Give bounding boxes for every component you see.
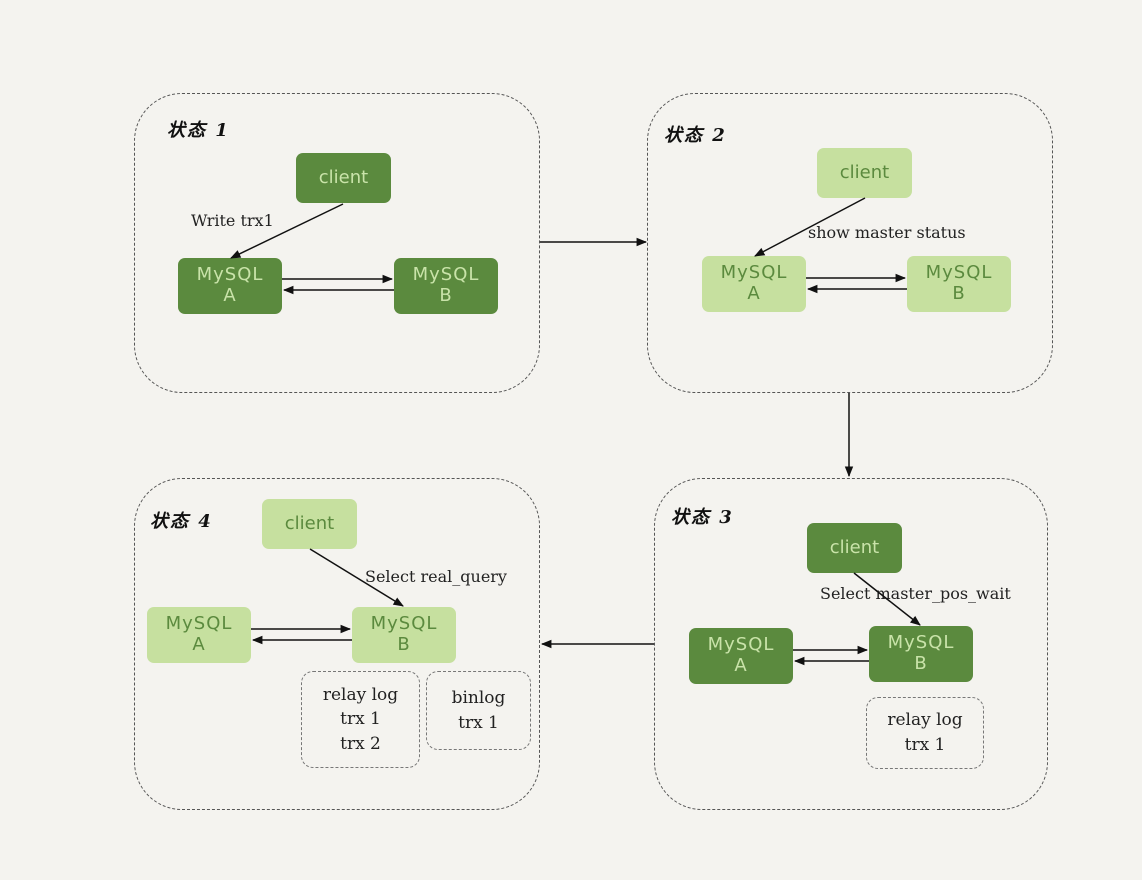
state-4-client-to-b-arrow — [309, 548, 404, 607]
state-4-relay-log-title: relay log — [322, 684, 399, 705]
state-3-title: 状态 3 — [671, 507, 734, 528]
state-2-action-label: show master status — [808, 223, 966, 242]
state-3-mysql-a-letter: A — [734, 655, 748, 676]
state-2-mysql-a-letter: A — [747, 283, 761, 304]
state-1-client-to-a-arrow — [230, 203, 344, 259]
state-4-panel — [134, 478, 540, 810]
state-4-mysql-b-name: MySQL — [370, 613, 438, 635]
state-2-mysql-b-name: MySQL — [925, 262, 993, 284]
state-1-action-label: Write trx1 — [191, 211, 274, 230]
state-3-panel — [654, 478, 1048, 810]
state-2-client-to-a-arrow — [754, 197, 866, 257]
state-3-mysql-b-letter: B — [914, 653, 928, 674]
state-1-title: 状态 1 — [167, 120, 230, 141]
state-2-mysql-b-letter: B — [952, 283, 966, 304]
state-1-mysql-a-name: MySQL — [196, 264, 264, 286]
state-3-relay-log-box: relay log trx 1 — [866, 697, 984, 769]
state-3-client: client — [807, 523, 902, 573]
state-4-action-label: Select real_query — [365, 567, 507, 586]
state-4-mysql-a-name: MySQL — [165, 613, 233, 635]
state-1-mysql-a: MySQL A — [178, 258, 282, 314]
state-3-mysql-b-name: MySQL — [887, 632, 955, 654]
state-3-relay-log-entry: trx 1 — [904, 735, 946, 755]
state-4-relay-log-entry-2: trx 2 — [340, 733, 381, 754]
state-4-mysql-a: MySQL A — [147, 607, 251, 663]
state-4-mysql-b-letter: B — [397, 634, 411, 655]
state-4-relay-log-box: relay log trx 1 trx 2 — [301, 671, 420, 768]
state-3-mysql-a-name: MySQL — [707, 634, 775, 656]
state-1-mysql-b-letter: B — [439, 285, 453, 306]
state-4-binlog-title: binlog — [451, 687, 506, 708]
state-3-client-to-b-arrow — [853, 572, 921, 626]
state-4-binlog-box: binlog trx 1 — [426, 671, 531, 750]
state-1-panel — [134, 93, 540, 393]
state-4-client: client — [262, 499, 357, 549]
state-4-relay-log-entry-1: trx 1 — [340, 709, 381, 730]
state-2-mysql-a: MySQL A — [702, 256, 806, 312]
state-1-mysql-a-letter: A — [223, 285, 237, 306]
state-1-client: client — [296, 153, 391, 203]
state-4-binlog-entry: trx 1 — [458, 712, 499, 733]
state-3-mysql-a: MySQL A — [689, 628, 793, 684]
state-4-mysql-a-letter: A — [192, 634, 206, 655]
state-3-relay-log-title: relay log — [887, 710, 963, 731]
state-2-panel — [647, 93, 1053, 393]
state-2-title: 状态 2 — [664, 125, 727, 146]
state-1-mysql-b: MySQL B — [394, 258, 498, 314]
state-2-mysql-a-name: MySQL — [720, 262, 788, 284]
state-4-title: 状态 4 — [150, 511, 213, 532]
state-3-action-label: Select master_pos_wait — [820, 584, 1011, 603]
state-3-mysql-b: MySQL B — [869, 626, 973, 682]
state-2-mysql-b: MySQL B — [907, 256, 1011, 312]
state-2-client: client — [817, 148, 912, 198]
state-4-mysql-b: MySQL B — [352, 607, 456, 663]
state-1-mysql-b-name: MySQL — [412, 264, 480, 286]
